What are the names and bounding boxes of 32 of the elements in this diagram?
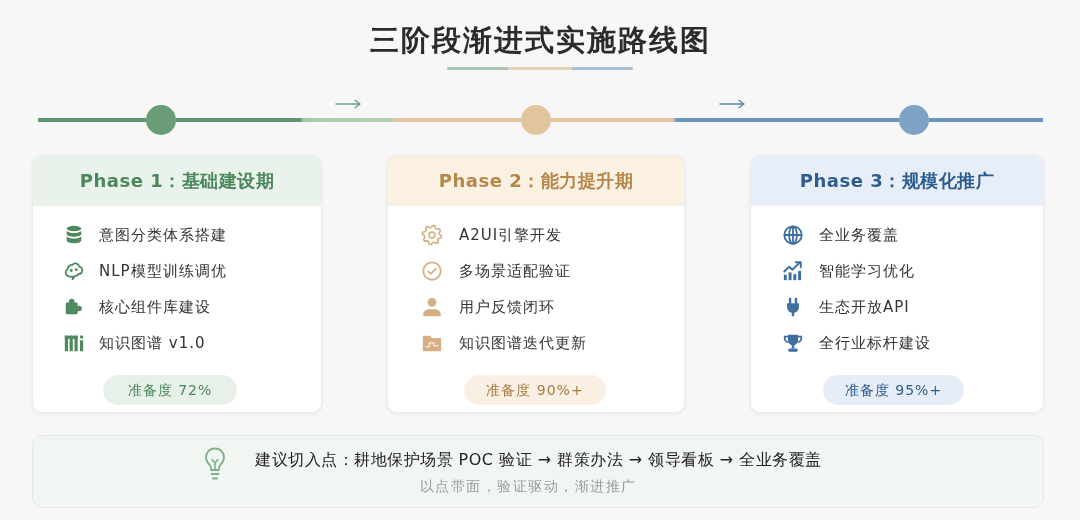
- list-item-text: 用户反馈闭环: [459, 297, 555, 318]
- list-item-text: 全业务覆盖: [819, 225, 899, 246]
- list-item-text: NLP模型训练调优: [99, 261, 227, 282]
- list-item-text: 知识图谱迭代更新: [459, 333, 587, 354]
- timeline-dot: [521, 105, 551, 135]
- timeline-line: [176, 118, 521, 122]
- timeline-line: [551, 118, 899, 122]
- list-item-text: 生态开放API: [819, 297, 910, 318]
- timeline-dot: [146, 105, 176, 135]
- readiness-badge: 准备度 95%+: [823, 375, 964, 405]
- card-header: Phase 3：规模化推广: [751, 156, 1043, 206]
- list-item-text: 核心组件库建设: [99, 297, 211, 318]
- suggestion-panel: [32, 435, 1044, 508]
- card-header: Phase 2：能力提升期: [388, 156, 684, 206]
- timeline-line: [929, 118, 1043, 122]
- list-item-text: 意图分类体系搭建: [99, 225, 227, 246]
- card-header: Phase 1：基础建设期: [33, 156, 321, 206]
- title: 三阶段渐进式实施路线图: [369, 22, 711, 59]
- list-item-text: A2UI引擎开发: [459, 225, 563, 246]
- phase-card: [32, 155, 322, 413]
- list-item-text: 知识图谱 v1.0: [99, 333, 206, 354]
- timeline-dot: [899, 105, 929, 135]
- timeline-line: [38, 118, 146, 122]
- phase-card: [387, 155, 685, 413]
- readiness-badge: 准备度 72%: [103, 375, 237, 405]
- list-item-text: 智能学习优化: [819, 261, 915, 282]
- readiness-badge: 准备度 90%+: [464, 375, 606, 405]
- phase-card: [750, 155, 1044, 413]
- note-text: 以点带面，验证驱动，渐进推广: [419, 477, 637, 496]
- suggestion-text: 建议切入点：耕地保护场景 POC 验证 → 群策办法 → 领导看板 → 全业务覆盖: [255, 449, 822, 471]
- list-item-text: 全行业标杆建设: [819, 333, 931, 354]
- list-item-text: 多场景适配验证: [459, 261, 571, 282]
